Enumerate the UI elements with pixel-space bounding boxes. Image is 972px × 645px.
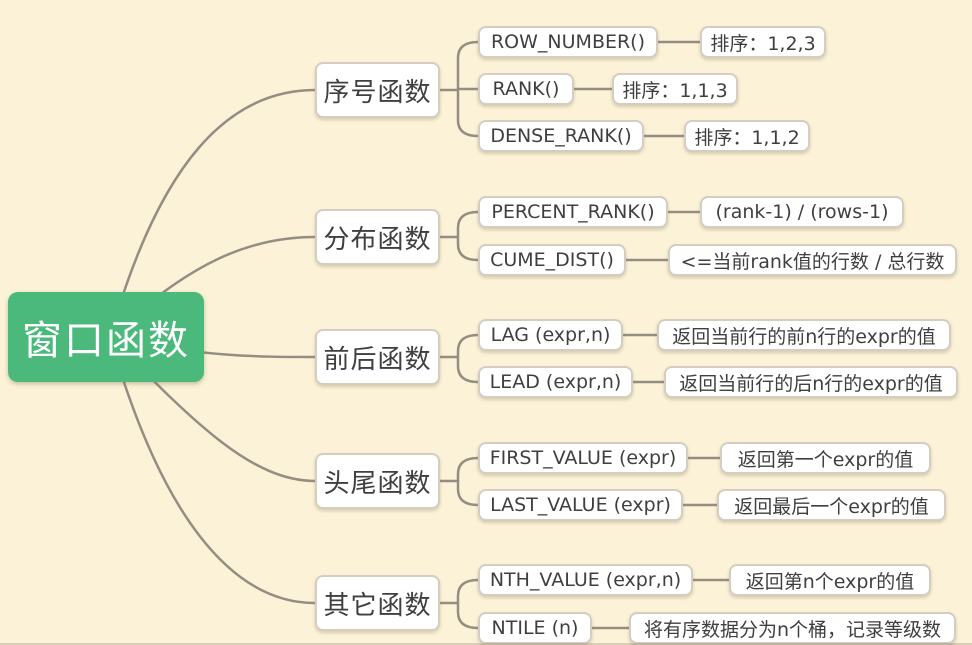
desc-ntile[interactable]: 将有序数据分为n个桶，记录等级数 bbox=[629, 612, 956, 644]
node-lag[interactable]: LAG (expr,n) bbox=[478, 319, 623, 351]
node-cume-dist[interactable]: CUME_DIST() bbox=[478, 244, 626, 276]
branch-distribution-functions[interactable]: 分布函数 bbox=[315, 209, 440, 265]
root-node-window-functions[interactable]: 窗口函数 bbox=[8, 292, 204, 382]
connector-root-serial bbox=[108, 88, 317, 339]
desc-lead[interactable]: 返回当前行的后n行的expr的值 bbox=[664, 366, 958, 398]
node-last-value[interactable]: LAST_VALUE (expr) bbox=[478, 489, 683, 521]
connector-branch4-bracket bbox=[456, 456, 480, 507]
node-ntile[interactable]: NTILE (n) bbox=[478, 612, 592, 644]
connector-branch3-bracket bbox=[456, 333, 480, 384]
branch-serial-functions[interactable]: 序号函数 bbox=[315, 62, 440, 118]
connector-branch5-bracket bbox=[456, 578, 480, 630]
branch-lag-lead-functions[interactable]: 前后函数 bbox=[315, 329, 440, 385]
branch-other-functions[interactable]: 其它函数 bbox=[315, 575, 440, 631]
node-percent-rank[interactable]: PERCENT_RANK() bbox=[478, 196, 668, 228]
branch-first-last-functions[interactable]: 头尾函数 bbox=[315, 453, 440, 509]
desc-lag[interactable]: 返回当前行的前n行的expr的值 bbox=[657, 319, 951, 351]
node-first-value[interactable]: FIRST_VALUE (expr) bbox=[478, 442, 688, 474]
desc-dense-rank[interactable]: 排序：1,1,2 bbox=[684, 120, 810, 152]
node-rank[interactable]: RANK() bbox=[478, 73, 574, 105]
desc-cume-dist[interactable]: <=当前rank值的行数 / 总行数 bbox=[668, 244, 957, 276]
connector-branch2-bracket bbox=[456, 210, 480, 262]
desc-nth-value[interactable]: 返回第n个expr的值 bbox=[729, 564, 931, 596]
node-nth-value[interactable]: NTH_VALUE (expr,n) bbox=[478, 564, 693, 596]
node-dense-rank[interactable]: DENSE_RANK() bbox=[478, 120, 644, 152]
desc-first-value[interactable]: 返回第一个expr的值 bbox=[720, 442, 931, 474]
node-row-number[interactable]: ROW_NUMBER() bbox=[478, 26, 658, 58]
desc-percent-rank[interactable]: (rank-1) / (rows-1) bbox=[700, 196, 904, 228]
bottom-edge-artifact bbox=[0, 643, 972, 645]
desc-last-value[interactable]: 返回最后一个expr的值 bbox=[717, 489, 946, 521]
desc-row-number[interactable]: 排序：1,2,3 bbox=[700, 26, 826, 58]
desc-rank[interactable]: 排序：1,1,3 bbox=[612, 73, 738, 105]
node-lead[interactable]: LEAD (expr,n) bbox=[478, 366, 633, 398]
connector-root-other bbox=[108, 335, 317, 605]
